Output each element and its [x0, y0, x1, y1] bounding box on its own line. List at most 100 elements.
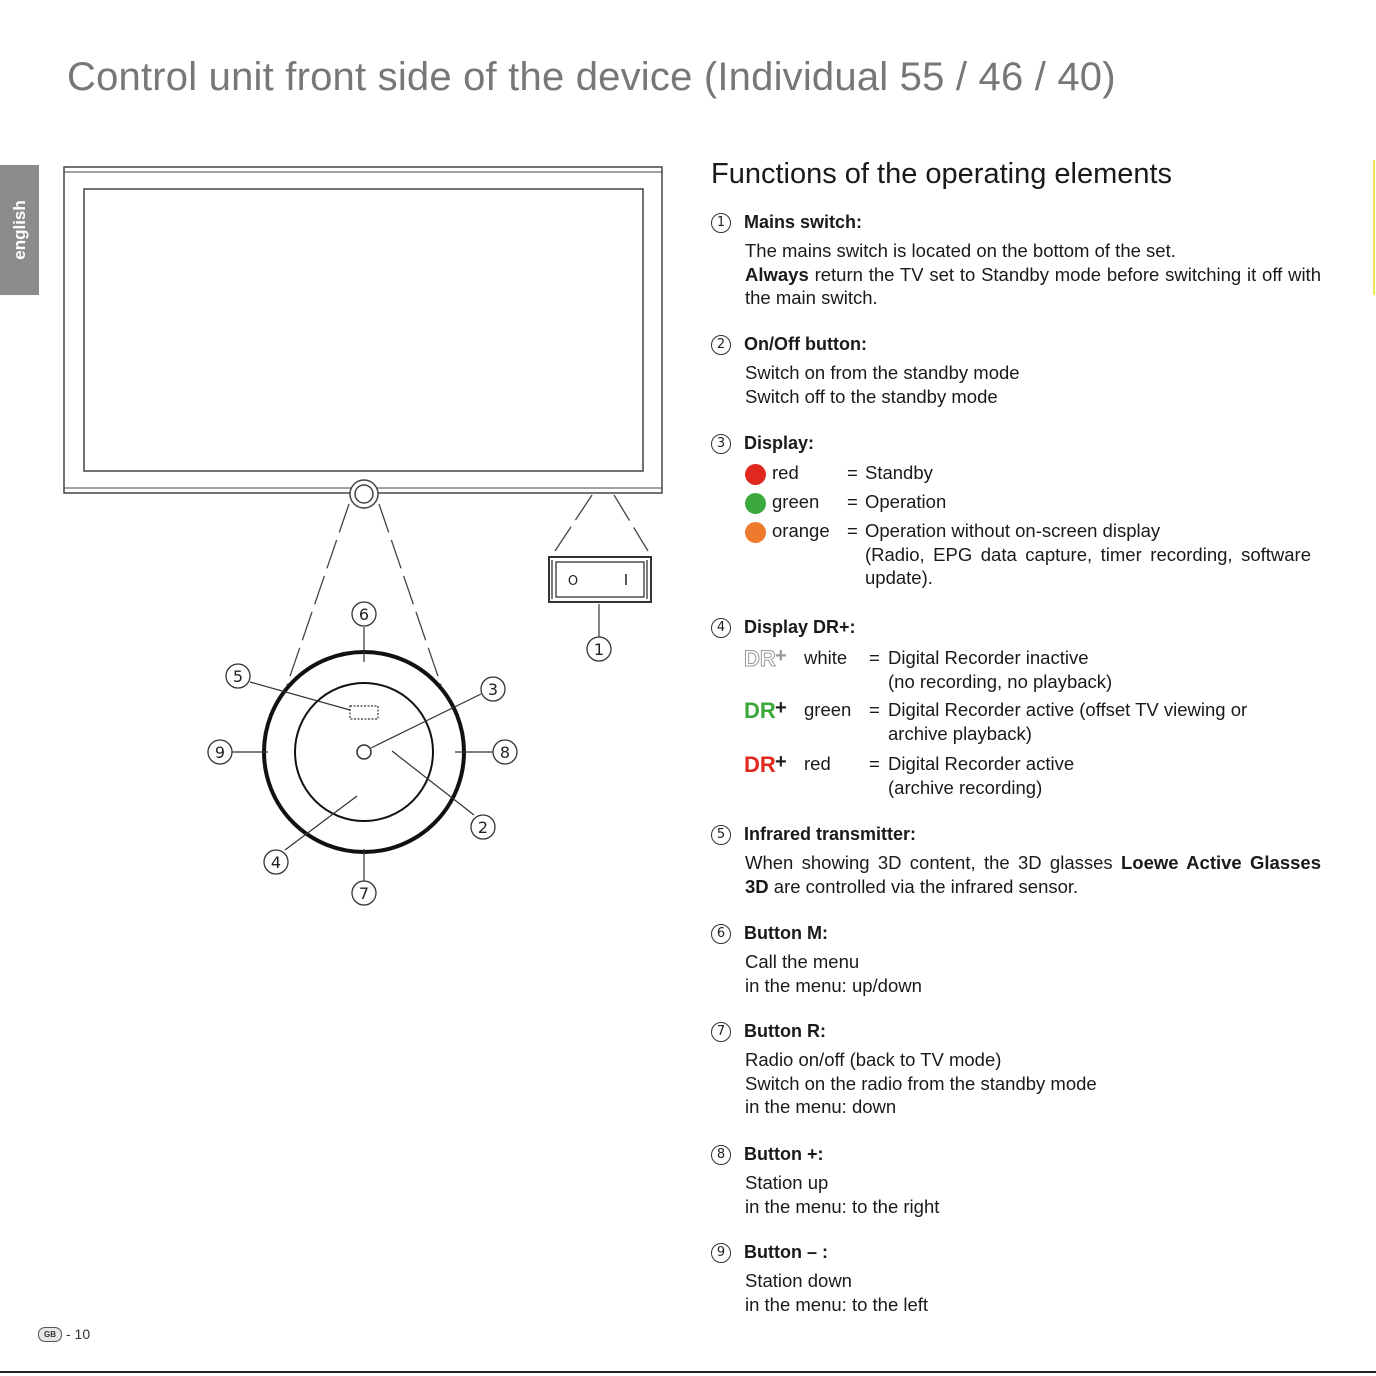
function-item-display: 3 Display: red = Standby green = Operati…	[711, 431, 1321, 588]
dr-plus-white-icon: DR +	[744, 646, 787, 670]
item-text: Station up	[745, 1172, 829, 1193]
item-title: Button R:	[744, 1021, 826, 1042]
item-text: Switch off to the standby mode	[745, 385, 998, 407]
item-number: 3	[711, 434, 731, 454]
item-number: 4	[711, 618, 731, 638]
callout-8: 8	[500, 743, 510, 762]
dr-label: red	[804, 753, 831, 774]
callout-circles	[207, 601, 612, 906]
item-text: Call the menu	[745, 951, 860, 972]
item-title: Button +:	[744, 1144, 824, 1165]
country-badge: GB	[38, 1326, 62, 1342]
item-title: Mains switch:	[744, 212, 863, 233]
item-note-bold: Always	[745, 263, 809, 285]
svg-text:+: +	[775, 752, 787, 773]
device-diagram: O I 1 2 3 4 5 6 7 8 9	[63, 166, 663, 906]
callout-9: 9	[215, 743, 225, 762]
tv-outline	[63, 166, 663, 494]
led-desc: Standby	[865, 462, 933, 483]
led-green-dot-icon	[745, 493, 766, 514]
callout-1: 1	[594, 640, 604, 659]
dr-row-red: DR + red = Digital Recorder active (arch…	[711, 752, 1321, 804]
function-item-infrared-transmitter: 5 Infrared transmitter: When showing 3D …	[711, 822, 1321, 898]
dr-plus-green-icon: DR +	[744, 698, 787, 722]
item-number: 2	[711, 335, 731, 355]
callout-5: 5	[233, 667, 243, 686]
dr-desc-detail: archive playback)	[888, 722, 1032, 744]
led-row-green: green = Operation	[711, 489, 1321, 518]
item-number: 1	[711, 213, 731, 233]
led-eq: =	[847, 491, 858, 512]
item-text: Station down	[745, 1270, 852, 1291]
function-item-button-plus: 8 Button +: Station up in the menu: to t…	[711, 1142, 1321, 1218]
dr-row-green: DR + green = Digital Recorder active (of…	[711, 698, 1321, 752]
dr-label: green	[804, 699, 852, 720]
function-item-button-m: 6 Button M: Call the menu in the menu: u…	[711, 921, 1321, 997]
dr-eq: =	[869, 753, 880, 774]
led-orange-dot-icon	[745, 522, 766, 543]
callout-3: 3	[488, 680, 498, 699]
svg-text:DR: DR	[744, 752, 776, 776]
svg-text:+: +	[775, 646, 787, 667]
led-row-orange: orange = Operation without on-screen dis…	[711, 518, 1321, 588]
item-text-a: When showing 3D content, the 3D glasses	[745, 852, 1121, 873]
bottom-rule	[0, 1371, 1376, 1373]
item-title: Button M:	[744, 923, 828, 944]
page-footer: GB - 10	[38, 1326, 90, 1342]
item-text: in the menu: to the left	[745, 1293, 929, 1315]
control-ring	[262, 650, 466, 854]
page-title: Control unit front side of the device (I…	[67, 55, 1116, 99]
item-title: Display DR+:	[744, 617, 856, 638]
item-title: Display:	[744, 433, 815, 454]
item-title: Button – :	[744, 1242, 828, 1263]
led-desc-block: Operation without on-screen display (Rad…	[865, 519, 1311, 590]
dr-desc-block: Digital Recorder active (offset TV viewi…	[888, 698, 1308, 745]
item-number: 8	[711, 1145, 731, 1165]
led-eq: =	[847, 462, 858, 483]
dr-desc-block: Digital Recorder inactive (no recording,…	[888, 646, 1308, 693]
callout-7: 7	[359, 884, 369, 903]
callout-2: 2	[478, 818, 488, 837]
item-text: The mains switch is located on the botto…	[745, 240, 1176, 261]
callout-6: 6	[359, 605, 369, 624]
callout-leaders	[232, 604, 600, 881]
item-text: in the menu: to the right	[745, 1195, 940, 1217]
svg-text:+: +	[775, 698, 787, 719]
mains-switch	[548, 556, 652, 603]
item-text-bold: Loewe Active Glasses 3D	[745, 852, 1321, 897]
dr-desc: Digital Recorder active	[888, 753, 1075, 774]
function-item-button-minus: 9 Button – : Station down in the menu: t…	[711, 1240, 1321, 1316]
item-note: Always return the TV set to Standby mode…	[745, 263, 1321, 310]
led-red-dot-icon	[745, 464, 766, 485]
led-desc: Operation	[865, 491, 947, 512]
function-item-button-r: 7 Button R: Radio on/off (back to TV mod…	[711, 1019, 1321, 1119]
item-number: 7	[711, 1022, 731, 1042]
function-item-onoff-button: 2 On/Off button: Switch on from the stan…	[711, 332, 1321, 408]
yellow-edge-mark	[1373, 160, 1375, 295]
switch-on-symbol: I	[624, 571, 628, 589]
item-title: Infrared transmitter:	[744, 824, 917, 845]
item-text: in the menu: up/down	[745, 974, 922, 996]
dr-desc-block: Digital Recorder active (archive recordi…	[888, 752, 1308, 799]
item-text: Switch on from the standby mode	[745, 362, 1020, 383]
item-title: On/Off button:	[744, 334, 867, 355]
switch-off-symbol: O	[568, 574, 578, 589]
item-text: in the menu: down	[745, 1096, 897, 1117]
svg-text:DR: DR	[744, 698, 776, 722]
function-item-mains-switch: 1 Mains switch: The mains switch is loca…	[711, 210, 1321, 310]
item-number: 6	[711, 924, 731, 944]
dr-eq: =	[869, 699, 880, 720]
item-number: 5	[711, 825, 731, 845]
dr-desc-detail: (no recording, no playback)	[888, 670, 1113, 692]
svg-text:DR: DR	[744, 646, 776, 670]
dr-desc: Digital Recorder inactive	[888, 647, 1089, 668]
led-row-red: red = Standby	[711, 460, 1321, 489]
function-item-display-dr: 4 Display DR+: DR + white = Digital Reco…	[711, 615, 1321, 804]
zoom-lines	[286, 494, 649, 686]
dr-row-white: DR + white = Digital Recorder inactive (…	[711, 646, 1321, 698]
led-label: orange	[772, 520, 830, 541]
item-text: When showing 3D content, the 3D glasses …	[745, 851, 1321, 898]
led-label: red	[772, 462, 799, 483]
led-desc: Operation without on-screen display	[865, 520, 1161, 541]
item-number: 9	[711, 1243, 731, 1263]
